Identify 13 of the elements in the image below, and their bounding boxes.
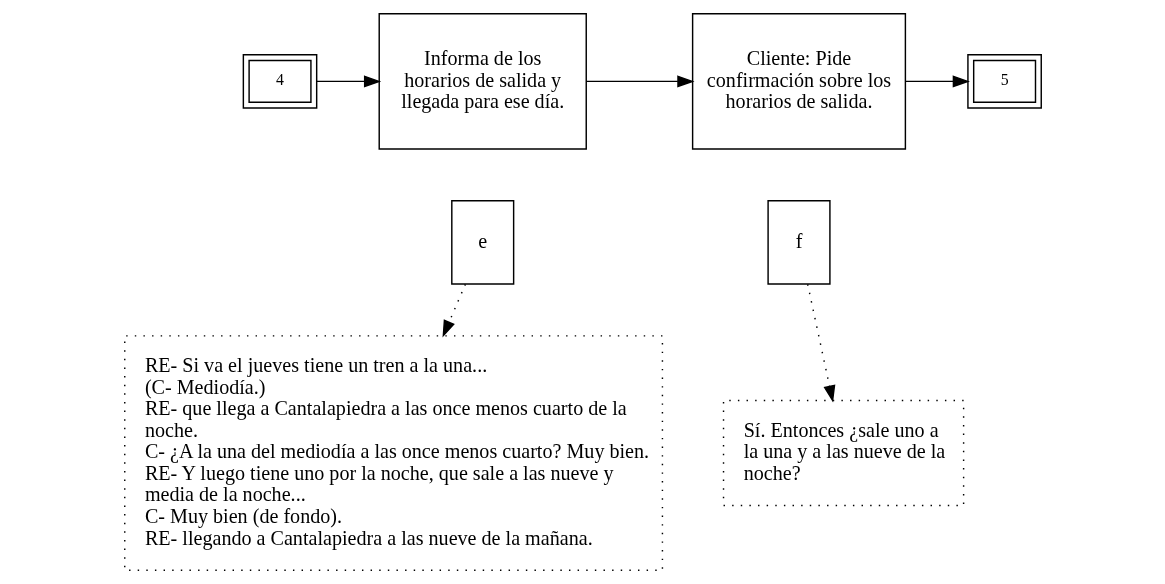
- node-box: 4: [242, 54, 317, 109]
- node-box: RE- Si va el jueves tiene un tren a la una... (C- Mediodía.) RE- que llega a Cantalapiedra a las once menos cuarto de la noche. C- ¿A la una del mediodía a las once menos cuarto? Muy bien. RE- Y luego tiene uno por la noche, que sale a las nueve y media de la noche... C- Muy bien (de fondo). RE- llegando a Cantalapiedra a las nueve de la mañana.: [123, 335, 663, 571]
- arrow: [806, 283, 835, 403]
- node-box: Sí. Entonces ¿sale uno a la una y a las nueve de la noche?: [722, 399, 964, 507]
- node-box: f: [766, 200, 831, 285]
- arrow: [585, 75, 695, 88]
- node-box: e: [450, 200, 514, 285]
- arrow: [442, 283, 466, 338]
- node-box: Informa de los horarios de salida y llegada para ese día.: [378, 13, 587, 150]
- arrow: [904, 75, 970, 88]
- node-box: Cliente: Pide confirmación sobre los horarios de salida.: [691, 13, 906, 150]
- node-box: 5: [966, 54, 1042, 109]
- arrow: [315, 75, 381, 88]
